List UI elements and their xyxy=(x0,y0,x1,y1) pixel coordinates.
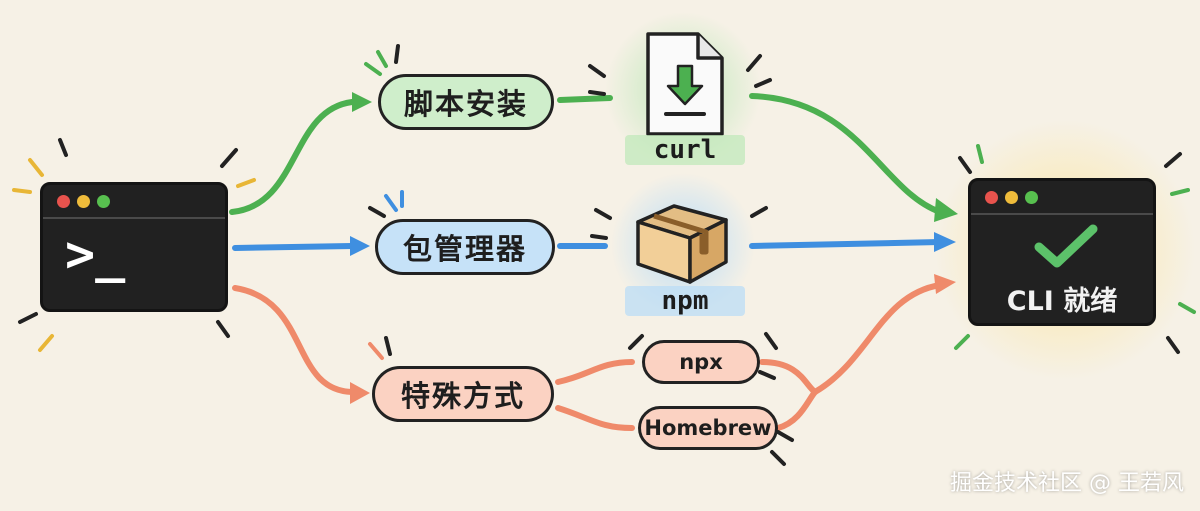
package-manager-pill: 包管理器 xyxy=(375,219,555,275)
special-method-pill: 特殊方式 xyxy=(372,366,554,422)
terminal-prompt: >_ xyxy=(65,225,126,283)
checkmark-icon xyxy=(1034,224,1098,268)
script-install-pill: 脚本安装 xyxy=(378,74,554,130)
npm-label: npm xyxy=(625,286,745,316)
maximize-dot-icon xyxy=(97,195,110,208)
arrow-script-to-curl xyxy=(557,95,613,103)
arrow-npm-to-ready xyxy=(749,239,943,249)
special-method-label: 特殊方式 xyxy=(400,379,525,413)
download-file-icon xyxy=(646,32,724,136)
watermark: 掘金技术社区 @ 王若风 xyxy=(950,471,1184,496)
homebrew-label: Homebrew xyxy=(644,416,772,440)
npx-label: npx xyxy=(679,350,723,374)
arrow-to-script-install xyxy=(229,99,355,215)
arrow-special-to-ready xyxy=(812,282,943,395)
package-manager-label: 包管理器 xyxy=(402,232,527,266)
close-dot-icon xyxy=(985,191,998,204)
minimize-dot-icon xyxy=(77,195,90,208)
arrow-special-to-homebrew xyxy=(555,405,635,431)
arrow-curl-to-ready xyxy=(749,93,943,215)
maximize-dot-icon xyxy=(1025,191,1038,204)
arrow-to-package-manager xyxy=(232,243,355,251)
package-box-icon xyxy=(636,204,728,284)
cli-ready-label: CLI 就绪 xyxy=(1006,286,1118,317)
script-install-label: 脚本安装 xyxy=(403,87,528,121)
arrow-npx-merge xyxy=(759,359,818,395)
arrow-to-special xyxy=(232,285,355,395)
cli-ready-terminal: CLI 就绪 xyxy=(968,178,1156,326)
close-dot-icon xyxy=(57,195,70,208)
arrow-homebrew-merge xyxy=(775,389,818,431)
npx-pill: npx xyxy=(642,340,760,384)
source-terminal: >_ xyxy=(40,182,228,312)
arrow-special-to-npx xyxy=(555,359,635,385)
curl-label: curl xyxy=(625,135,745,165)
terminal-title-bar xyxy=(971,181,1153,215)
homebrew-pill: Homebrew xyxy=(638,406,778,450)
terminal-title-bar xyxy=(43,185,225,219)
minimize-dot-icon xyxy=(1005,191,1018,204)
